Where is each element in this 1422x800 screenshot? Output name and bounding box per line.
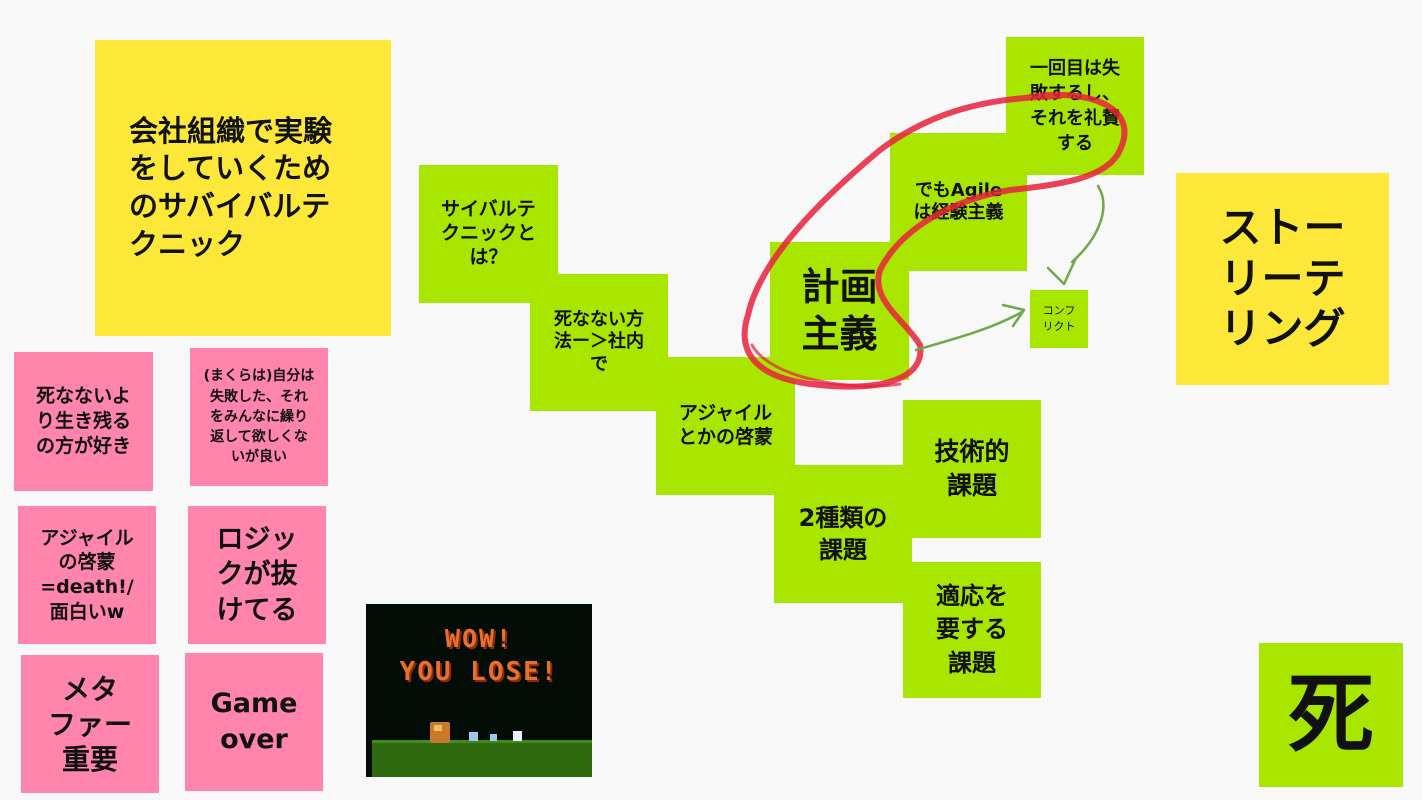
survive-preference-note[interactable]: 死なないよ り生き残る の方が好き bbox=[14, 352, 153, 491]
game-enemy-sprite bbox=[469, 732, 478, 741]
green-arrowhead-left bbox=[1001, 303, 1026, 328]
storytelling-note[interactable]: ストー リーテ リング bbox=[1176, 173, 1389, 385]
opening-story-note[interactable]: (まくらは)自分は 失敗した、それ をみんなに繰り 返して欲しくな いが良い bbox=[190, 348, 328, 486]
logic-missing-note[interactable]: ロジッ クが抜 けてる bbox=[188, 506, 326, 644]
metaphor-note[interactable]: メタ ファー 重要 bbox=[21, 655, 159, 793]
game-enemy-sprite bbox=[490, 734, 497, 741]
technical-problems-note[interactable]: 技術的 課題 bbox=[903, 400, 1041, 538]
first-failure-note[interactable]: 一回目は失 敗するし、 それを礼賛 する bbox=[1006, 37, 1144, 175]
green-arrow-to-conflict-from-left bbox=[914, 310, 1024, 352]
game-over-screenshot[interactable]: WOW! YOU LOSE! bbox=[366, 604, 592, 777]
adaptive-problems-note[interactable]: 適応を 要する 課題 bbox=[903, 562, 1041, 698]
game-ground-edge bbox=[372, 740, 592, 743]
game-ground bbox=[372, 743, 592, 777]
game-text-wow: WOW! bbox=[444, 624, 514, 653]
not-dying-method-note[interactable]: 死なない方 法ー＞社内 で bbox=[530, 274, 668, 411]
survival-technique-note[interactable]: サイバルテ クニックと は？ bbox=[419, 165, 558, 303]
conflict-note[interactable]: コンフ リクト bbox=[1030, 290, 1088, 348]
planning-principle-note[interactable]: 計画 主義 bbox=[770, 242, 909, 380]
game-over-note[interactable]: Game over bbox=[185, 653, 323, 791]
title-note[interactable]: 会社組織で実験 をしていくため のサバイバルテ クニック bbox=[95, 40, 391, 336]
agile-death-note[interactable]: アジャイル の啓蒙 =death!/ 面白いw bbox=[18, 506, 156, 644]
game-player-sprite bbox=[430, 722, 450, 743]
death-note[interactable]: 死 bbox=[1259, 643, 1403, 787]
two-types-of-problems-note[interactable]: 2種類の 課題 bbox=[774, 465, 912, 603]
game-enemy-sprite bbox=[513, 731, 522, 741]
game-text-you-lose: YOU LOSE! bbox=[399, 657, 559, 687]
green-arrow-to-conflict-from-top bbox=[1070, 184, 1105, 264]
green-arrowhead-top bbox=[1046, 256, 1078, 286]
